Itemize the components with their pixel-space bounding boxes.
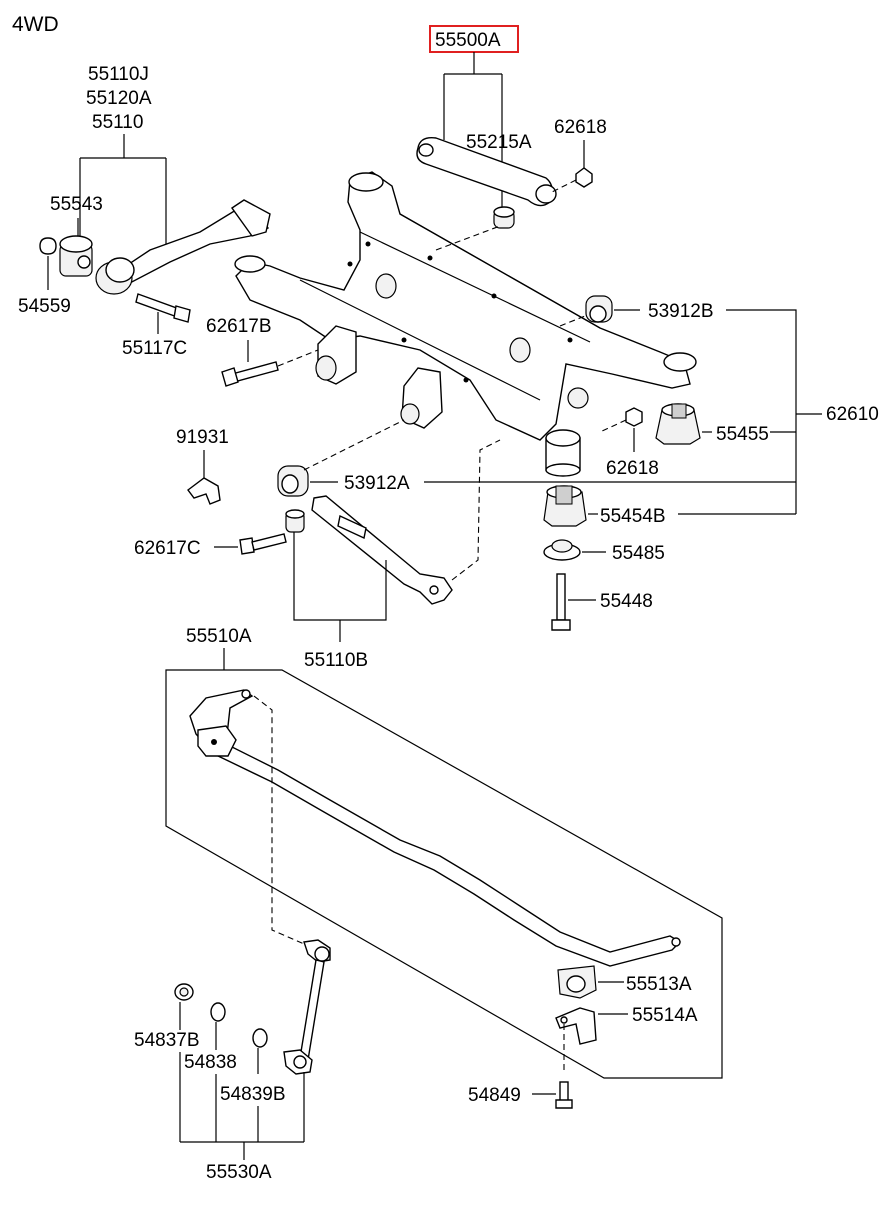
seals-54837B-54839B: [174, 983, 268, 1048]
bracket-91931: [187, 477, 221, 505]
label-55485[interactable]: 55485: [612, 543, 665, 564]
bushing-55513A: [557, 965, 597, 999]
label-62618-mid[interactable]: 62618: [606, 458, 659, 479]
label-55215A[interactable]: 55215A: [466, 132, 532, 153]
leader-55110B: [293, 532, 387, 642]
leader-55110: [79, 134, 167, 250]
label-62617B[interactable]: 62617B: [206, 316, 272, 337]
label-55110B[interactable]: 55110B: [304, 650, 368, 671]
label-55514A[interactable]: 55514A: [632, 1005, 698, 1026]
diagram-title: 4WD: [12, 13, 59, 36]
leader-55530A: [179, 1052, 305, 1160]
label-55117C[interactable]: 55117C: [122, 338, 187, 359]
bolt-55448: [551, 573, 571, 631]
label-55110J[interactable]: 55110J: [88, 64, 149, 85]
trailing-arm-part: [95, 199, 271, 295]
label-55448[interactable]: 55448: [600, 591, 653, 612]
label-54849[interactable]: 54849: [468, 1085, 521, 1106]
bolt-54849: [555, 1081, 573, 1109]
label-55530A[interactable]: 55530A: [206, 1162, 272, 1183]
clamp-55514A: [555, 1007, 597, 1045]
washer-54559: [39, 237, 57, 255]
label-53912B[interactable]: 53912B: [648, 301, 714, 322]
leader-55500A: [443, 52, 503, 210]
stabilizer-link-part: [283, 939, 331, 1075]
label-55454B[interactable]: 55454B: [600, 506, 666, 527]
mount-55455: [655, 403, 701, 445]
label-55510A[interactable]: 55510A: [186, 626, 252, 647]
label-55543[interactable]: 55543: [50, 194, 103, 215]
label-55500A[interactable]: 55500A: [435, 30, 501, 51]
bushing-53912A: [277, 465, 309, 497]
label-55513A[interactable]: 55513A: [626, 974, 692, 995]
nut-62618-top: [575, 167, 593, 188]
label-54839B[interactable]: 54839B: [220, 1084, 286, 1105]
nut-62618-mid: [625, 407, 643, 427]
label-54838[interactable]: 54838: [184, 1052, 237, 1073]
bolt-62617C: [239, 537, 255, 555]
label-54559[interactable]: 54559: [18, 296, 71, 317]
mount-55454B: [543, 485, 587, 527]
bolt-62617B: [231, 361, 279, 383]
label-62617C[interactable]: 62617C: [134, 538, 201, 559]
upper-arm-part: [416, 137, 557, 229]
label-55455[interactable]: 55455: [716, 424, 769, 445]
leader-62610: [726, 309, 822, 514]
stabilizer-bar-part: [189, 689, 682, 967]
label-55110[interactable]: 55110: [92, 112, 143, 133]
label-54837B[interactable]: 54837B: [134, 1030, 200, 1051]
label-62618-top[interactable]: 62618: [554, 117, 607, 138]
stabilizer-group-frame: [165, 669, 723, 1079]
label-53912A[interactable]: 53912A: [344, 473, 410, 494]
label-91931[interactable]: 91931: [176, 427, 229, 448]
crossmember-part: [234, 171, 697, 477]
label-62610[interactable]: 62610: [826, 404, 879, 425]
label-55120A[interactable]: 55120A: [86, 88, 152, 109]
washer-55485: [543, 539, 581, 561]
bushing-55543: [59, 235, 93, 277]
bushing-53912B: [585, 295, 613, 323]
lower-link-part: [285, 495, 453, 605]
